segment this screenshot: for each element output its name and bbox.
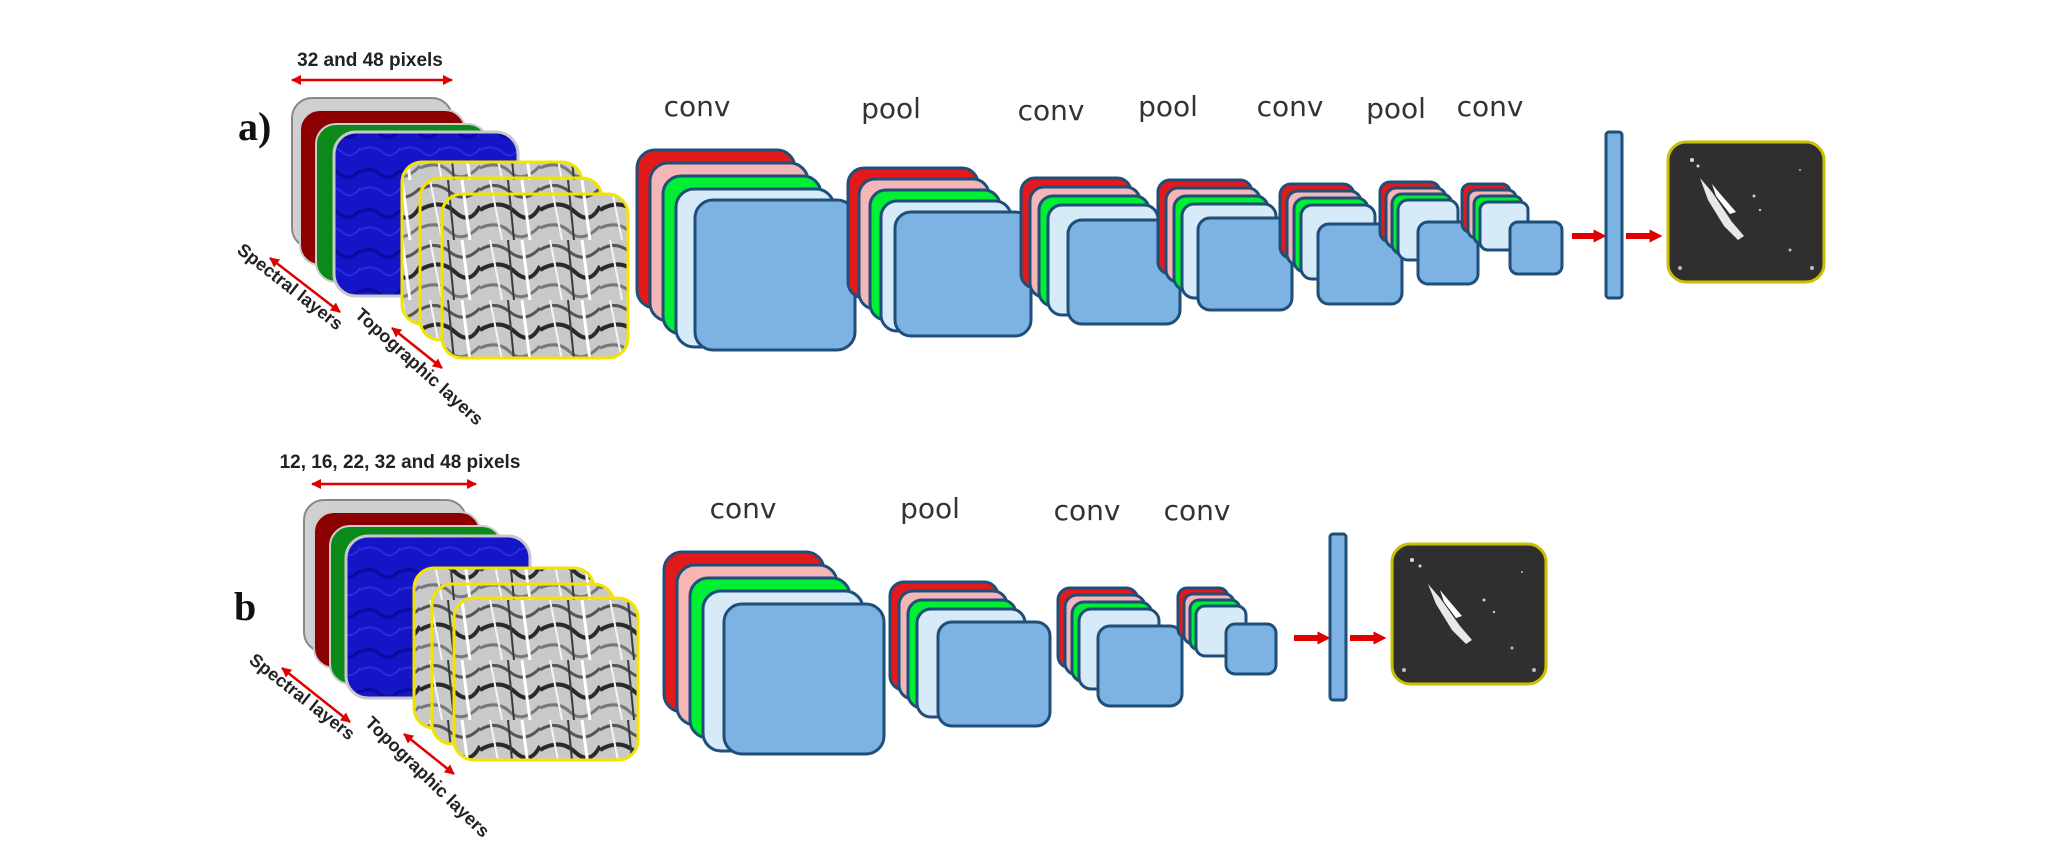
layer-label-1: conv — [664, 90, 731, 123]
topographic-input-stack — [412, 566, 640, 762]
spectral-layers-arrow — [281, 667, 351, 723]
layer-label-4: conv — [1164, 494, 1231, 527]
layer-label-2: pool — [861, 92, 921, 125]
layer-label-2: pool — [900, 492, 960, 525]
panel-a: a) 32 and 48 pixels Spectral layers Topo… — [234, 50, 1826, 429]
spectral-layers-arrow — [269, 257, 341, 313]
panel-a-label: a) — [238, 104, 271, 149]
layer-stack-4-pool — [1156, 178, 1294, 312]
layer-stack-3-conv — [1056, 586, 1184, 708]
layer-stack-5-conv — [1278, 182, 1404, 306]
input-size-label: 32 and 48 pixels — [297, 50, 443, 71]
input-size-label: 12, 16, 22, 32 and 48 pixels — [280, 452, 521, 473]
layer-label-4: pool — [1138, 90, 1198, 123]
layer-stack-7-conv — [1460, 182, 1564, 276]
output-map — [1390, 542, 1548, 686]
layer-label-6: pool — [1366, 92, 1426, 125]
fully-connected-layer — [1604, 130, 1624, 300]
topographic-layers-arrow — [403, 733, 455, 775]
layer-stack-2-pool — [888, 580, 1052, 728]
layer-stack-1-conv — [635, 148, 857, 352]
layer-stack-1-conv — [662, 550, 886, 756]
topographic-layers-arrow — [391, 327, 443, 369]
layer-label-3: conv — [1054, 494, 1121, 527]
layer-label-5: conv — [1257, 90, 1324, 123]
panel-b: b 12, 16, 22, 32 and 48 pixels Spectral … — [234, 452, 1548, 841]
output-map — [1666, 140, 1826, 284]
panel-b-label: b — [234, 584, 256, 629]
layer-label-3: conv — [1018, 94, 1085, 127]
fully-connected-layer — [1328, 532, 1348, 702]
layer-label-1: conv — [710, 492, 777, 525]
topographic-input-stack — [400, 160, 630, 360]
layer-stack-2-pool — [846, 166, 1033, 338]
layer-stack-4-conv — [1176, 586, 1278, 676]
layer-stack-6-pool — [1378, 180, 1480, 286]
layer-stack-3-conv — [1019, 176, 1182, 326]
layer-label-7: conv — [1457, 90, 1524, 123]
